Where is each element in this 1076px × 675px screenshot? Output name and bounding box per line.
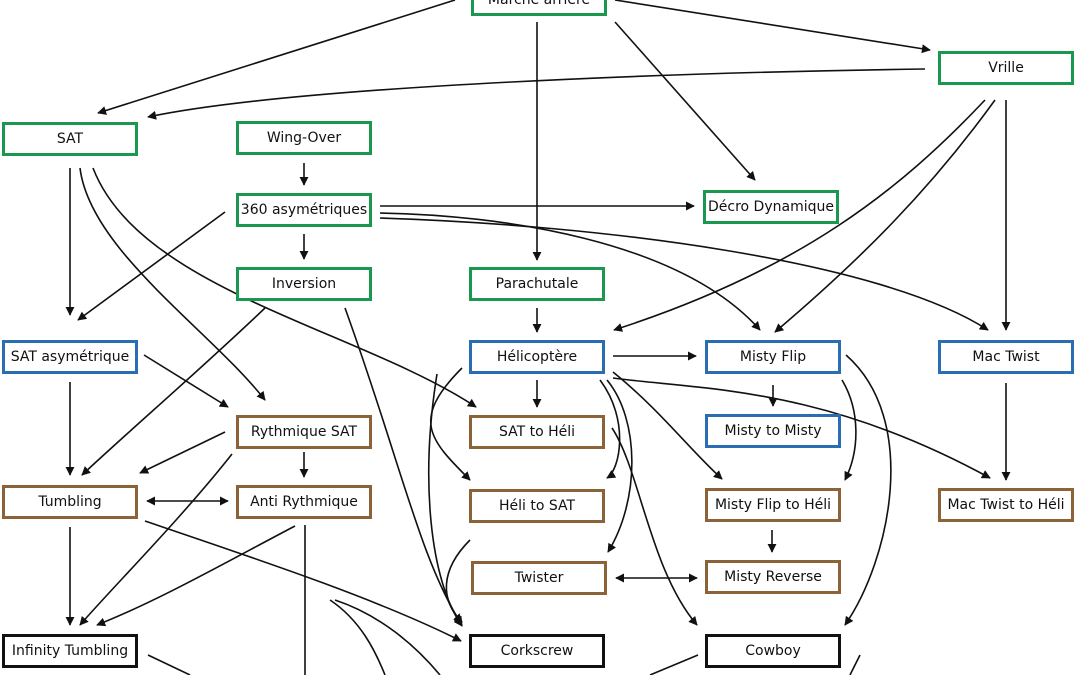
node-label: Twister: [514, 570, 564, 586]
edge-extra-1: [428, 373, 463, 627]
node-label: Infinity Tumbling: [11, 643, 129, 659]
node-tumbling: Tumbling: [2, 485, 138, 519]
node-label: SAT: [56, 131, 84, 147]
node-label: Misty to Misty: [724, 423, 822, 439]
node-parachutale: Parachutale: [469, 267, 605, 301]
node-wing-over: Wing-Over: [236, 121, 372, 155]
node-label: Parachutale: [495, 276, 579, 292]
edge-sat-asym-to-rythmique-sat: [143, 354, 229, 408]
node-label: Mac Twist: [972, 349, 1040, 365]
node-label: Inversion: [271, 276, 337, 292]
edge-marche-arriere-to-vrille: [614, 0, 931, 54]
node-sat-to-heli: SAT to Héli: [469, 415, 605, 449]
edge-marche-arriere-to-decro-dynamique: [614, 21, 756, 181]
node-decro-dynamique: Décro Dynamique: [703, 190, 839, 224]
node-inversion: Inversion: [236, 267, 372, 301]
node-infinity-tumbling: Infinity Tumbling: [2, 634, 138, 668]
edge-360-asym-to-misty-flip: [379, 212, 761, 331]
node-mac-twist-to-heli: Mac Twist to Héli: [938, 488, 1074, 522]
dangling-edge: [849, 654, 861, 675]
node-marche-arriere: Marche arrière: [471, 0, 607, 16]
node-label: Tumbling: [38, 494, 102, 510]
dangling-edge: [329, 599, 386, 675]
edge-helicoptere-to-misty-flip-to-heli: [612, 371, 723, 480]
edge-sat-to-rythmique-sat: [79, 167, 266, 401]
edge-inversion-to-corkscrew: [344, 307, 463, 626]
edge-vrille-to-misty-flip: [774, 99, 996, 333]
node-360-asym: 360 asymétriques: [236, 193, 372, 227]
dangling-edge: [147, 654, 191, 675]
node-label: Cowboy: [745, 643, 801, 659]
node-label: Misty Flip: [739, 349, 807, 365]
node-misty-flip: Misty Flip: [705, 340, 841, 374]
node-misty-to-misty: Misty to Misty: [705, 414, 841, 448]
node-sat-asym: SAT asymétrique: [2, 340, 138, 374]
edge-sat-to-heli-to-cowboy: [611, 427, 698, 626]
node-sat: SAT: [2, 122, 138, 156]
edge-rythmique-sat-to-infinity-tumbling: [79, 453, 233, 626]
node-misty-reverse: Misty Reverse: [705, 560, 841, 594]
edge-inversion-to-tumbling: [81, 307, 266, 476]
node-helicoptere: Hélicoptère: [469, 340, 605, 374]
node-label: Rythmique SAT: [250, 424, 358, 440]
dangling-edge: [334, 599, 441, 675]
node-label: Anti Rythmique: [250, 494, 358, 510]
edge-sat-to-sat-to-heli: [92, 167, 477, 408]
node-cowboy: Cowboy: [705, 634, 841, 668]
node-label: Hélicoptère: [496, 349, 578, 365]
edge-helicoptere-to-mac-twist-to-heli: [612, 377, 991, 479]
node-label: SAT to Héli: [498, 424, 576, 440]
node-label: Corkscrew: [500, 643, 574, 659]
node-label: Misty Reverse: [724, 569, 822, 585]
edge-vrille-to-helicoptere: [613, 99, 986, 332]
dangling-edge: [649, 654, 699, 675]
edge-anti-rythmique-to-infinity-tumbling: [96, 525, 296, 627]
edge-360-asym-to-mac-twist: [379, 217, 989, 331]
edge-misty-flip-to-cowboy: [844, 354, 892, 626]
node-vrille: Vrille: [938, 51, 1074, 85]
node-label: Marche arrière: [488, 0, 590, 8]
node-corkscrew: Corkscrew: [469, 634, 605, 668]
node-twister: Twister: [471, 561, 607, 595]
edge-extra-0: [445, 539, 471, 623]
edge-misty-flip-to-misty-flip-to-heli: [841, 379, 857, 481]
edge-rythmique-sat-to-tumbling: [139, 431, 226, 474]
node-mac-twist: Mac Twist: [938, 340, 1074, 374]
edge-tumbling-to-corkscrew: [144, 520, 462, 642]
edge-vrille-to-sat: [147, 68, 926, 120]
node-label: Mac Twist to Héli: [947, 497, 1065, 513]
node-label: Décro Dynamique: [708, 199, 834, 215]
node-misty-flip-to-heli: Misty Flip to Héli: [705, 488, 841, 522]
node-label: 360 asymétriques: [240, 202, 368, 218]
edge-helicoptere-to-heli-to-sat: [430, 367, 471, 481]
node-label: Vrille: [988, 60, 1024, 76]
edge-helicoptere-to-twister: [606, 379, 633, 553]
node-label: SAT asymétrique: [10, 349, 130, 365]
node-rythmique-sat: Rythmique SAT: [236, 415, 372, 449]
node-heli-to-sat: Héli to SAT: [469, 489, 605, 523]
node-label: Wing-Over: [266, 130, 342, 146]
edge-marche-arriere-to-sat: [97, 0, 456, 115]
node-label: Misty Flip to Héli: [714, 497, 832, 513]
node-anti-rythmique: Anti Rythmique: [236, 485, 372, 519]
edge-360-asym-to-sat-asym: [77, 211, 226, 321]
node-label: Héli to SAT: [498, 498, 576, 514]
